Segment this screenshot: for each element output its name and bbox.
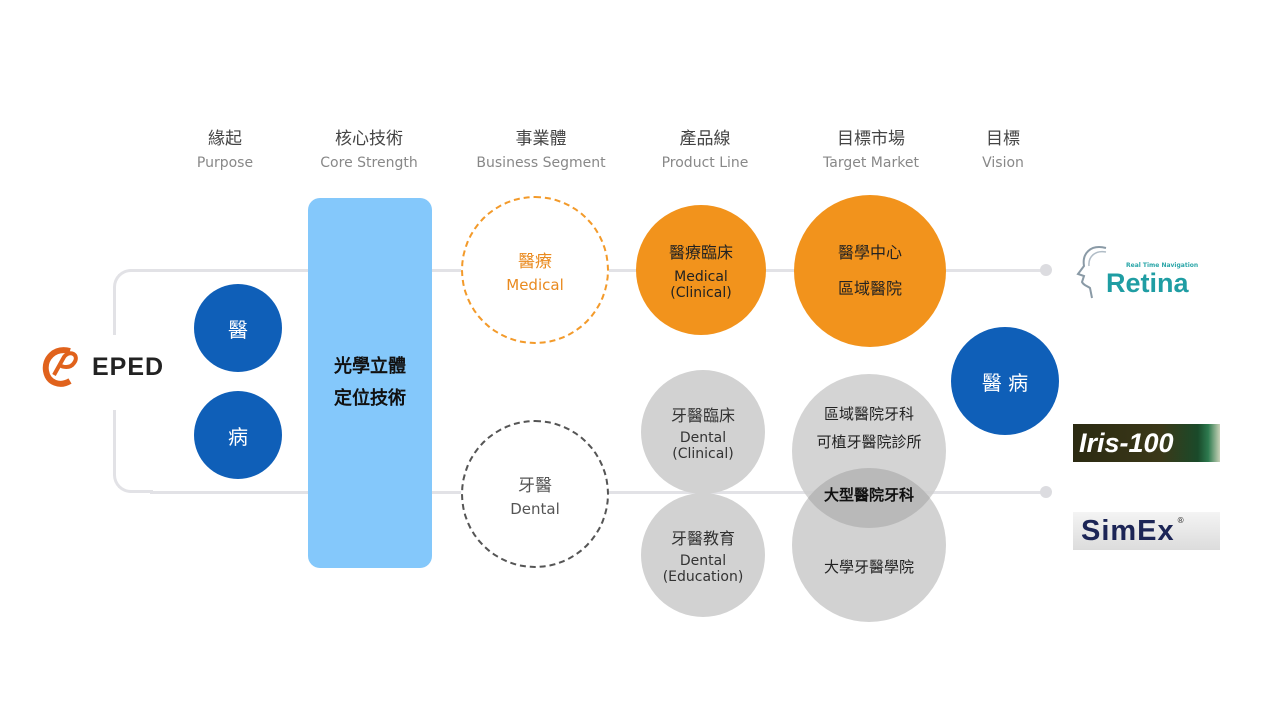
product-medical-circle: 醫療臨床 Medical (Clinical) <box>636 205 766 335</box>
product-zh: 牙醫臨床 <box>670 406 735 425</box>
header-zh: 目標市場 <box>837 129 905 149</box>
header-zh: 產品線 <box>679 129 731 149</box>
eped-logo-text: EPED <box>92 352 165 381</box>
header-zh: 緣起 <box>208 129 242 149</box>
market-item: 醫學中心 <box>837 243 902 262</box>
header-en: Vision <box>982 155 1024 171</box>
product-en1: Dental <box>679 430 727 446</box>
market-dental-top-text: 區域醫院牙科 可植牙醫院診所 <box>792 400 946 456</box>
product-dental-education-circle: 牙醫教育 Dental (Education) <box>641 493 765 617</box>
product-dental-clinical-circle: 牙醫臨床 Dental (Clinical) <box>641 370 765 494</box>
segment-dental-en: Dental <box>510 499 560 518</box>
core-line1: 光學立體 <box>334 356 406 377</box>
header-zh: 目標 <box>986 129 1020 149</box>
core-line2: 定位技術 <box>334 388 406 409</box>
iris-100-text: Iris-100 <box>1079 427 1174 458</box>
market-dental-bottom-text: 大學牙醫學院 <box>823 558 914 576</box>
market-item: 區域醫院 <box>837 279 902 298</box>
vision-circle: 醫 病 <box>951 327 1059 435</box>
segment-medical-en: Medical <box>506 275 564 294</box>
retina-logo: Real Time Navigation Retina <box>1076 242 1200 300</box>
market-overlap <box>792 468 946 528</box>
head-profile-icon <box>1076 246 1107 299</box>
simex-text: SimEx <box>1081 514 1175 547</box>
retina-text: Retina <box>1106 268 1189 298</box>
header-product: 產品線 Product Line <box>615 124 795 171</box>
bracket-gap <box>100 335 130 410</box>
header-segment: 事業體 Business Segment <box>451 124 631 171</box>
header-core: 核心技術 Core Strength <box>279 124 459 171</box>
product-en2: (Education) <box>662 569 744 585</box>
header-en: Business Segment <box>476 155 606 171</box>
iris-100-logo: Iris-100 <box>1073 424 1220 462</box>
product-zh: 醫療臨床 <box>668 243 733 262</box>
market-overlap-text: 大型醫院牙科 <box>823 486 914 504</box>
market-item: 可植牙醫院診所 <box>816 433 922 451</box>
header-market: 目標市場 Target Market <box>781 124 961 171</box>
header-en: Core Strength <box>320 155 418 171</box>
medical-line-end-dot <box>1040 264 1052 276</box>
dental-line-end-dot <box>1040 486 1052 498</box>
header-purpose: 緣起 Purpose <box>135 124 315 171</box>
eped-logo: EPED <box>40 345 164 389</box>
product-zh: 牙醫教育 <box>670 529 735 548</box>
segment-medical-zh: 醫療 <box>518 251 552 272</box>
header-en: Product Line <box>661 155 749 171</box>
header-en: Target Market <box>823 155 919 171</box>
simex-logo: SimEx ® <box>1073 512 1220 550</box>
product-en2: (Clinical) <box>672 446 734 462</box>
header-en: Purpose <box>196 155 254 171</box>
retina-subtitle: Real Time Navigation <box>1126 262 1199 269</box>
core-strength-box: 光學立體 定位技術 <box>308 198 432 568</box>
header-vision: 目標 Vision <box>913 124 1093 171</box>
header-zh: 事業體 <box>515 129 567 149</box>
eped-logo-icon <box>42 347 78 387</box>
segment-dental-circle: 牙醫 Dental <box>461 420 609 568</box>
segment-medical-circle: 醫療 Medical <box>461 196 609 344</box>
product-en1: Medical <box>674 269 728 285</box>
purpose-medical-circle: 醫 <box>194 284 282 372</box>
simex-registered-mark: ® <box>1176 516 1185 525</box>
product-en1: Dental <box>679 553 727 569</box>
market-item: 區域醫院牙科 <box>823 405 914 423</box>
header-zh: 核心技術 <box>335 129 403 149</box>
market-medical-circle: 醫學中心 區域醫院 <box>794 195 946 347</box>
purpose-patient-circle: 病 <box>194 391 282 479</box>
product-en2: (Clinical) <box>670 285 732 301</box>
segment-dental-zh: 牙醫 <box>518 475 552 496</box>
